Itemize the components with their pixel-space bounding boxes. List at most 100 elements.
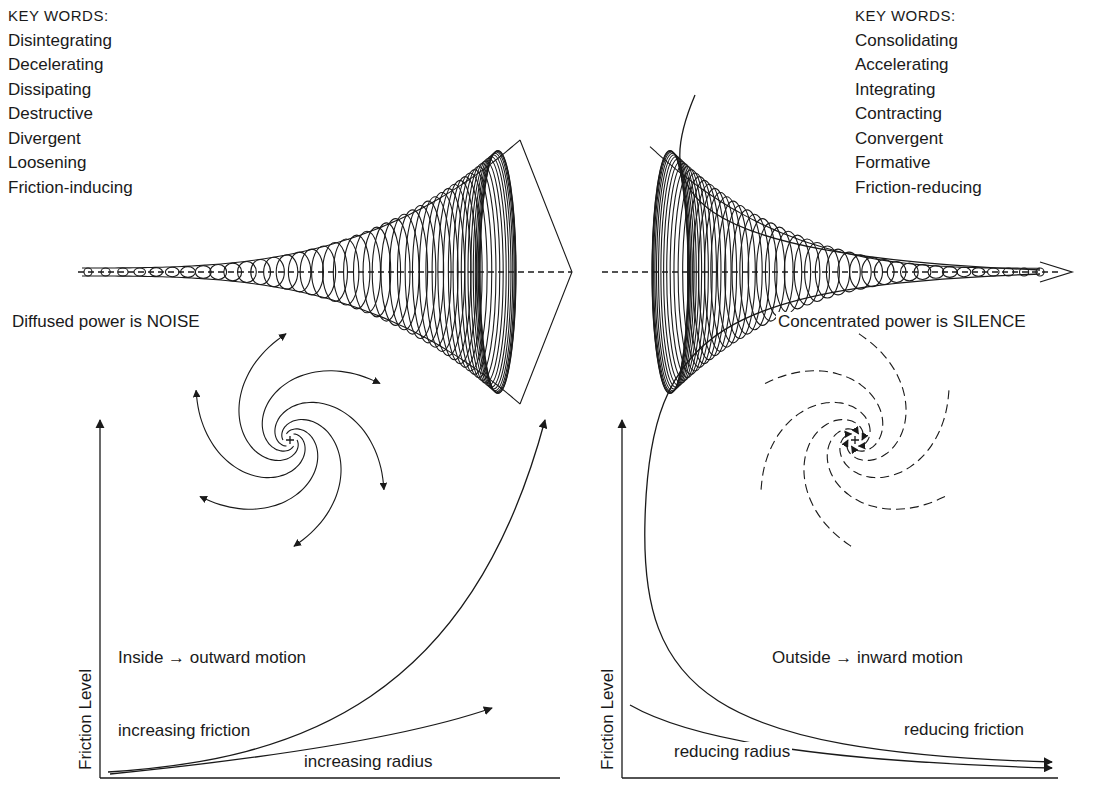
key-word: Accelerating — [853, 55, 951, 75]
annotation: reducing friction — [902, 720, 1026, 740]
helix-coil — [353, 231, 380, 313]
helix-coil — [900, 263, 918, 281]
helix-coil — [165, 267, 179, 276]
key-word: Dissipating — [6, 80, 93, 100]
graph-axis — [100, 777, 560, 778]
annotation: increasing friction — [116, 721, 252, 741]
helix-coil — [237, 261, 256, 282]
helix-coil — [874, 260, 894, 285]
friction-curve — [108, 420, 545, 772]
helix-coil — [784, 235, 810, 309]
helix-coil — [118, 268, 128, 276]
helix-coil — [480, 151, 516, 394]
spiral-arm — [847, 334, 906, 461]
key-word: Divergent — [6, 129, 83, 149]
helix-coil — [652, 151, 688, 394]
key-word: Contracting — [853, 104, 944, 124]
spiral-arm — [262, 371, 380, 451]
helix-coil — [480, 151, 516, 394]
helix-coil — [862, 257, 883, 286]
helix-coil — [150, 268, 163, 276]
key-words-heading: KEY WORDS: — [6, 6, 111, 26]
spiral-arm — [239, 334, 298, 461]
helix-coil — [657, 155, 693, 390]
helix-coil — [312, 246, 336, 298]
radius-curve — [630, 705, 1052, 768]
helix-coil — [475, 155, 511, 390]
helix-coil — [711, 197, 743, 347]
axis-label: Friction Level — [76, 667, 96, 772]
radius-curve — [110, 708, 492, 774]
spiral-arm — [200, 429, 318, 509]
spiral-arm — [804, 420, 863, 547]
helix-coil — [775, 231, 802, 313]
key-word: Disintegrating — [6, 31, 114, 51]
spiral-arm — [275, 402, 384, 489]
helix-coil — [84, 268, 92, 276]
helix-coil — [181, 267, 196, 278]
horn-outline — [82, 276, 520, 404]
helix-coil — [887, 261, 906, 282]
helix-coil — [794, 239, 820, 305]
helix-coil — [957, 267, 971, 276]
helix-coil — [664, 161, 699, 383]
key-word: Destructive — [6, 104, 95, 124]
helix-coil — [988, 268, 1000, 276]
helix-coil — [134, 268, 146, 276]
axis-line — [602, 271, 1060, 272]
key-word: Decelerating — [6, 55, 105, 75]
helix-coil — [478, 152, 514, 392]
annotation: Concentrated power is SILENCE — [776, 312, 1028, 332]
axis-label: Friction Level — [598, 667, 618, 772]
helix-coil — [972, 268, 985, 276]
helix-coil — [412, 201, 443, 343]
annotation: Outside → inward motion — [770, 648, 965, 668]
helix-coil — [652, 151, 688, 394]
helix-coil — [363, 227, 391, 317]
graph-axis — [621, 420, 622, 778]
horn-outline — [82, 140, 520, 268]
helix-coil — [655, 153, 691, 391]
helix-coil — [276, 255, 298, 289]
annotation: Inside → outward motion — [116, 648, 308, 668]
graph-axis — [99, 420, 100, 778]
helix-coil — [101, 268, 110, 276]
helix-coil — [405, 206, 436, 339]
key-words-heading: KEY WORDS: — [853, 6, 958, 26]
helix-coil — [653, 151, 689, 393]
helix-coil — [740, 214, 770, 329]
key-word: Integrating — [853, 80, 937, 100]
annotation: increasing radius — [302, 752, 435, 772]
key-word: Friction-reducing — [853, 178, 984, 198]
spiral-arm — [761, 402, 870, 489]
axis-line — [78, 271, 572, 272]
annotation: reducing radius — [672, 742, 792, 762]
helix-coil — [389, 214, 419, 329]
helix-coil — [372, 223, 400, 321]
spiral-arm — [282, 420, 341, 547]
helix-coil — [477, 153, 513, 391]
spiral-arm — [196, 390, 305, 477]
spiral-arm — [827, 429, 945, 509]
helix-coil — [195, 266, 211, 279]
key-word: Friction-inducing — [6, 178, 135, 198]
helix-coil — [654, 152, 690, 392]
helix-coil — [264, 257, 285, 286]
helix-coil — [942, 267, 957, 278]
key-word: Formative — [853, 153, 933, 173]
helix-coil — [757, 223, 785, 321]
key-word: Loosening — [6, 153, 88, 173]
key-word: Consolidating — [853, 31, 960, 51]
helix-coil — [479, 151, 515, 393]
horn-outline — [520, 140, 572, 404]
arrow-tip — [1040, 262, 1072, 282]
helix-coil — [471, 159, 506, 386]
helix-coil — [725, 206, 756, 339]
key-word: Convergent — [853, 129, 945, 149]
horn-outline — [650, 147, 1040, 269]
helix-coil — [838, 252, 860, 292]
spiral-arm — [765, 371, 883, 451]
annotation: Diffused power is NOISE — [10, 312, 202, 332]
helix-coil — [288, 252, 310, 292]
helix-coil — [1036, 268, 1044, 276]
